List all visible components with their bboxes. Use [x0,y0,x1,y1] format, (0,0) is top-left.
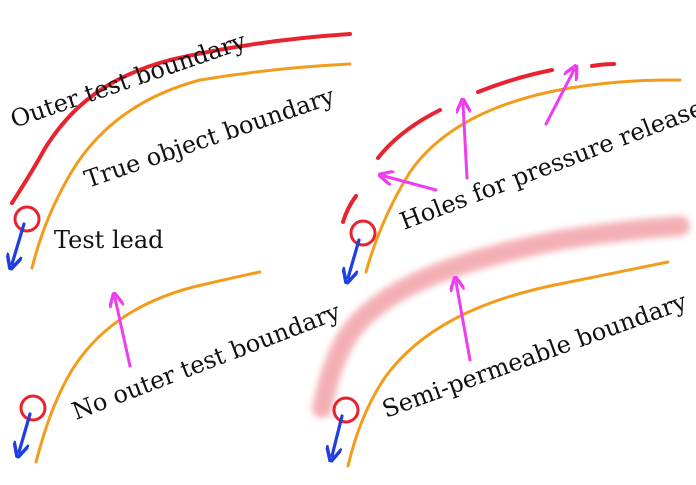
label-true-object-boundary: True object boundary [81,82,339,194]
true-object-boundary-line [364,78,682,274]
test-lead-arrow [348,238,361,278]
test-lead-arrow [332,414,344,456]
pointer-arrow [115,298,132,368]
panel-outer-boundary: Outer test boundary True object boundary… [7,27,352,270]
test-lead-arrow [12,222,26,264]
panel-semi-permeable: Semi-permeable boundary [312,216,691,468]
test-lead-arrow [19,412,32,452]
label-outer-test-boundary: Outer test boundary [7,27,250,134]
test-lead-circle [13,205,41,233]
label-semi-permeable-boundary: Semi-permeable boundary [378,287,690,424]
label-test-lead: Test lead [54,226,164,254]
holed-boundary-segment [476,68,554,94]
panel-no-outer-boundary: No outer test boundary [19,270,344,464]
holed-boundary-segment [376,108,442,160]
semi-permeable-boundary-band [312,216,690,418]
holed-boundary-segment [341,194,358,224]
true-object-boundary-line [30,62,352,270]
pointer-arrow [544,70,574,126]
outer-test-boundary-line [10,32,352,205]
true-object-boundary-line [346,260,670,468]
test-lead-circle [332,396,360,424]
label-no-outer-test-boundary: No outer test boundary [68,297,344,425]
label-holes-for-pressure-release: Holes for pressure release [396,94,696,236]
pointer-arrow [384,176,438,192]
test-lead-circle [19,394,47,422]
pointer-arrow [463,104,467,180]
holed-boundary-segment [590,62,616,68]
test-lead-circle [349,219,377,247]
pointer-arrow [456,282,472,362]
